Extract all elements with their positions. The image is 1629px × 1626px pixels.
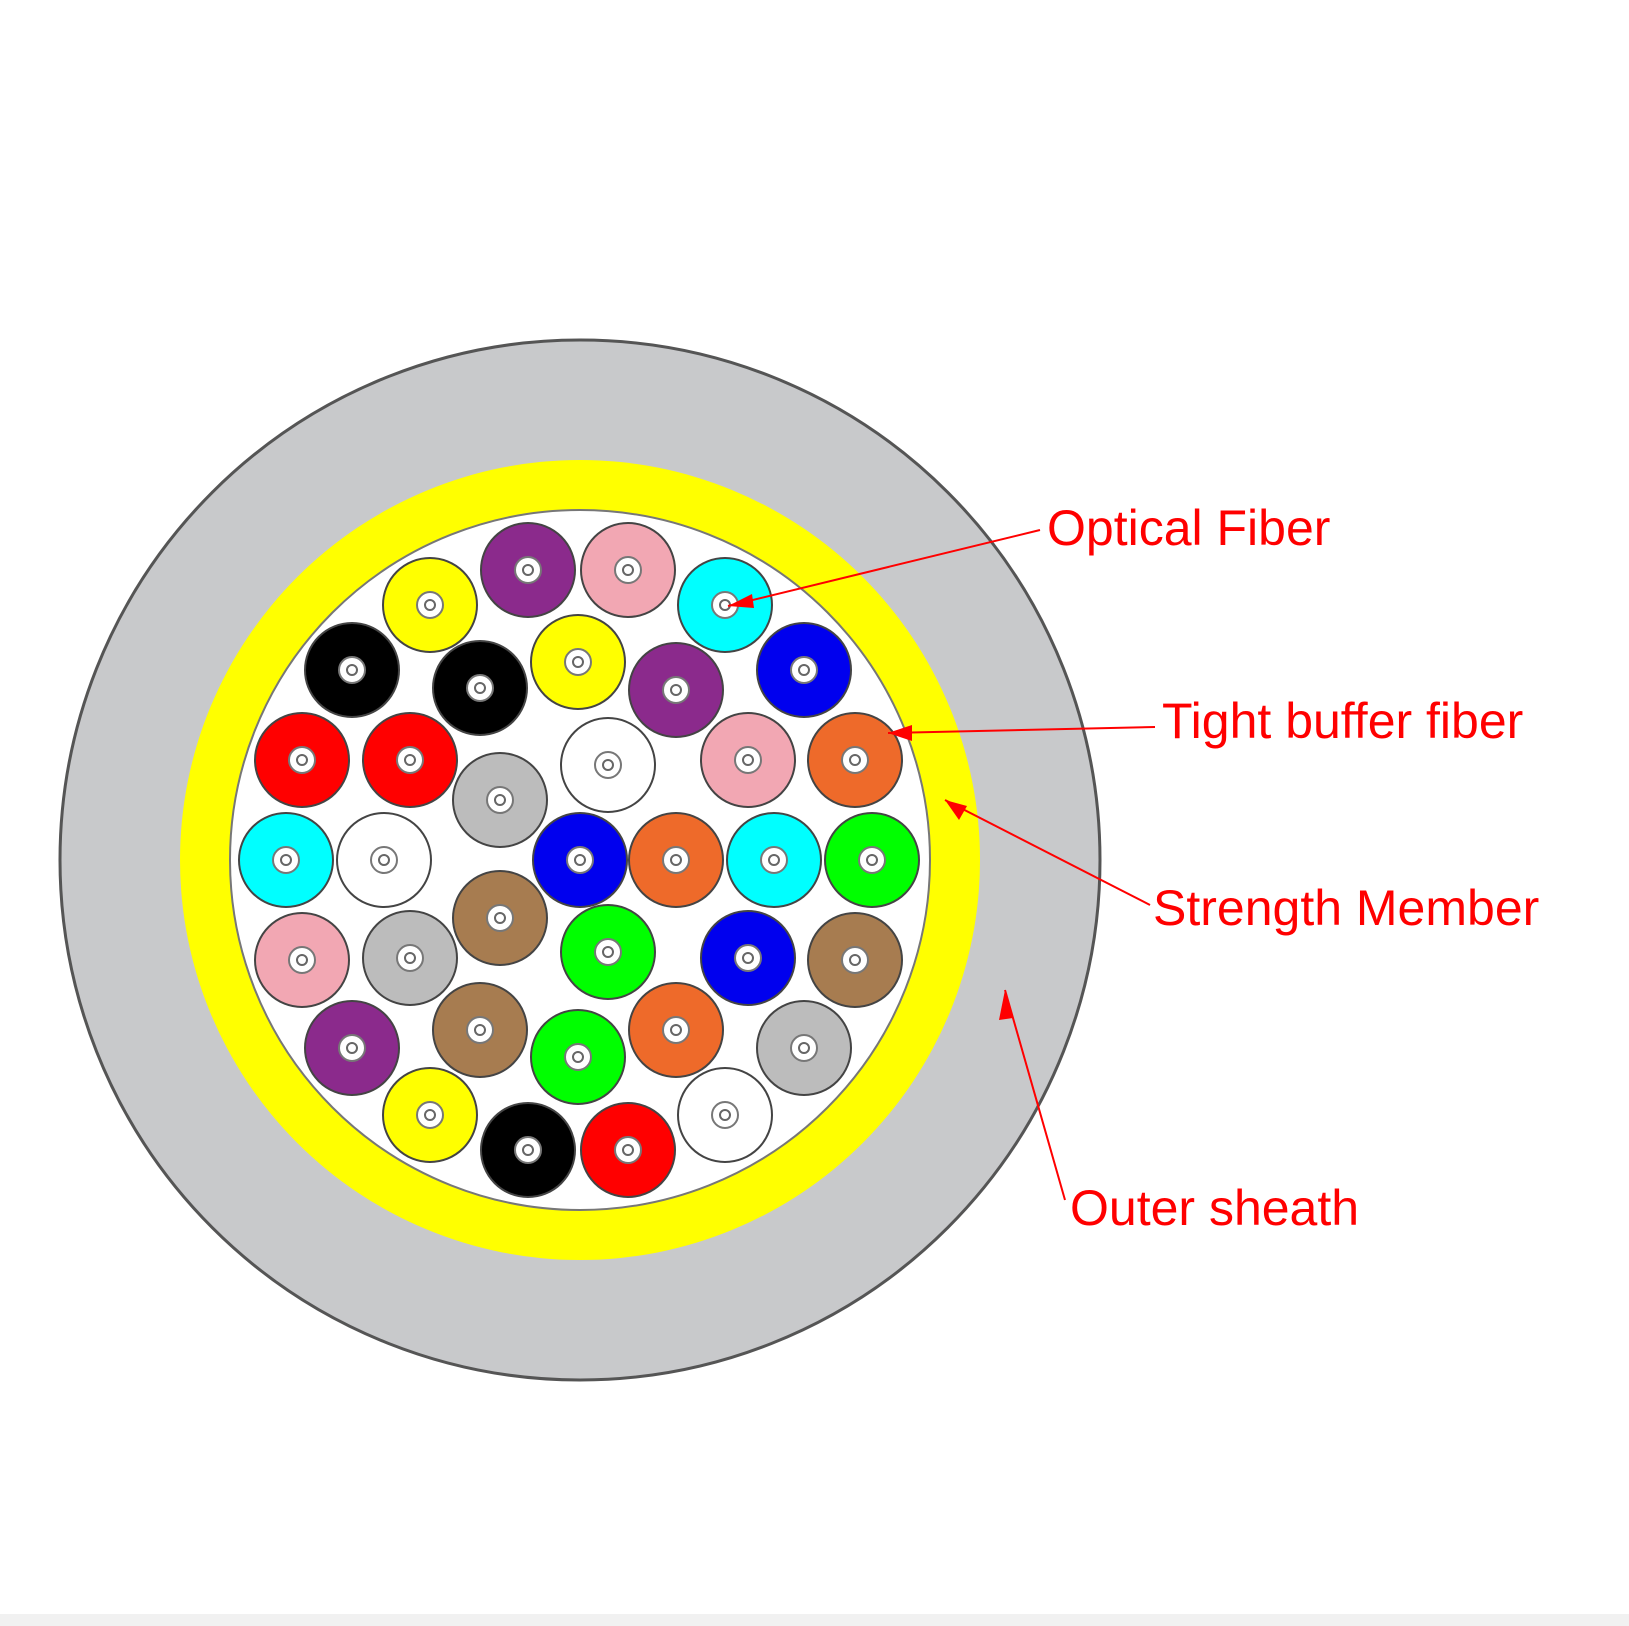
tight-buffer-fiber-blue (700, 910, 796, 1006)
optical-fiber-core (719, 1109, 731, 1121)
tight-buffer-fiber-black (480, 1102, 576, 1198)
tight-buffer-fiber-green (530, 1009, 626, 1105)
optical-fiber-core (602, 946, 614, 958)
tight-buffer-fiber-pink (254, 912, 350, 1008)
strength-member-label: Strength Member (1153, 880, 1539, 936)
optical-fiber-core (742, 754, 754, 766)
tight-buffer-fiber-green (824, 812, 920, 908)
tight-buffer-fiber-orange (807, 712, 903, 808)
optical-fiber-label: Optical Fiber (1047, 500, 1330, 556)
tight-buffer-fibers (238, 522, 920, 1198)
tight-buffer-fiber-brown (432, 982, 528, 1078)
strength-member-arrowhead (945, 800, 967, 820)
optical-fiber-core (424, 1109, 436, 1121)
bottom-edge-strip (0, 1614, 1629, 1626)
optical-fiber-core (424, 599, 436, 611)
tight-buffer-fiber-blue (532, 812, 628, 908)
tight-buffer-fiber-gray (756, 1000, 852, 1096)
optical-fiber-core (296, 954, 308, 966)
tight-buffer-fiber-blue (756, 622, 852, 718)
tight-buffer-fiber-yellow (382, 557, 478, 653)
optical-fiber-core (798, 664, 810, 676)
tight-buffer-fiber-green (560, 904, 656, 1000)
tight-buffer-fiber-purple (628, 642, 724, 738)
optical-fiber-core (474, 1024, 486, 1036)
optical-fiber-core (622, 564, 634, 576)
optical-fiber-core (346, 1042, 358, 1054)
tight-buffer-leader-line (887, 726, 1156, 734)
tight-buffer-fiber-orange (628, 982, 724, 1078)
optical-fiber-core (768, 854, 780, 866)
outer-sheath-arrowhead (999, 990, 1013, 1020)
tight-buffer-fiber-black (432, 640, 528, 736)
tight-buffer-fiber-cyan (238, 812, 334, 908)
tight-buffer-fiber-purple (480, 522, 576, 618)
tight-buffer-fiber-brown (452, 870, 548, 966)
tight-buffer-fiber-pink (700, 712, 796, 808)
optical-fiber-core (404, 754, 416, 766)
tight-buffer-fiber-label: Tight buffer fiber (1162, 693, 1523, 749)
strength-member-leader-line (944, 799, 1151, 906)
tight-buffer-fiber-red (580, 1102, 676, 1198)
tight-buffer-fiber-gray (362, 910, 458, 1006)
optical-fiber-core (866, 854, 878, 866)
tight-buffer-arrowhead (888, 725, 912, 741)
outer-sheath-label: Outer sheath (1070, 1180, 1359, 1236)
tight-buffer-fiber-white (336, 812, 432, 908)
optical-fiber-core (494, 912, 506, 924)
callout-leader-lines (727, 529, 1156, 1201)
optical-fiber-core (670, 684, 682, 696)
optical-fiber-arrowhead (728, 594, 754, 608)
optical-fiber-core (572, 1051, 584, 1063)
tight-buffer-fiber-red (254, 712, 350, 808)
optical-fiber-core (296, 754, 308, 766)
optical-fiber-core (378, 854, 390, 866)
optical-fiber-leader-line (727, 529, 1041, 607)
outer-sheath-leader-line (1004, 989, 1066, 1201)
optical-fiber-core (670, 1024, 682, 1036)
tight-buffer-fiber-white (560, 717, 656, 813)
tight-buffer-fiber-yellow (530, 614, 626, 710)
tight-buffer-fiber-cyan (726, 812, 822, 908)
tight-buffer-fiber-black (304, 622, 400, 718)
tight-buffer-fiber-red (362, 712, 458, 808)
tight-buffer-fiber-purple (304, 1000, 400, 1096)
tight-buffer-fiber-pink (580, 522, 676, 618)
optical-fiber-core (522, 1144, 534, 1156)
optical-fiber-core (474, 682, 486, 694)
tight-buffer-fiber-white (677, 1067, 773, 1163)
tight-buffer-fiber-cyan (677, 557, 773, 653)
tight-buffer-fiber-orange (628, 812, 724, 908)
optical-fiber-core (849, 954, 861, 966)
optical-fiber-core (849, 754, 861, 766)
optical-fiber-core (798, 1042, 810, 1054)
optical-fiber-core (602, 759, 614, 771)
optical-fiber-core (574, 854, 586, 866)
optical-fiber-core (742, 952, 754, 964)
optical-fiber-core (404, 952, 416, 964)
cable-cross-section (58, 338, 1102, 1382)
optical-fiber-core (494, 794, 506, 806)
optical-fiber-core (670, 854, 682, 866)
tight-buffer-fiber-brown (807, 912, 903, 1008)
optical-fiber-core (522, 564, 534, 576)
tight-buffer-fiber-gray (452, 752, 548, 848)
optical-fiber-core (622, 1144, 634, 1156)
tight-buffer-fiber-yellow (382, 1067, 478, 1163)
optical-fiber-core (572, 656, 584, 668)
optical-fiber-core (280, 854, 292, 866)
optical-fiber-core (346, 664, 358, 676)
